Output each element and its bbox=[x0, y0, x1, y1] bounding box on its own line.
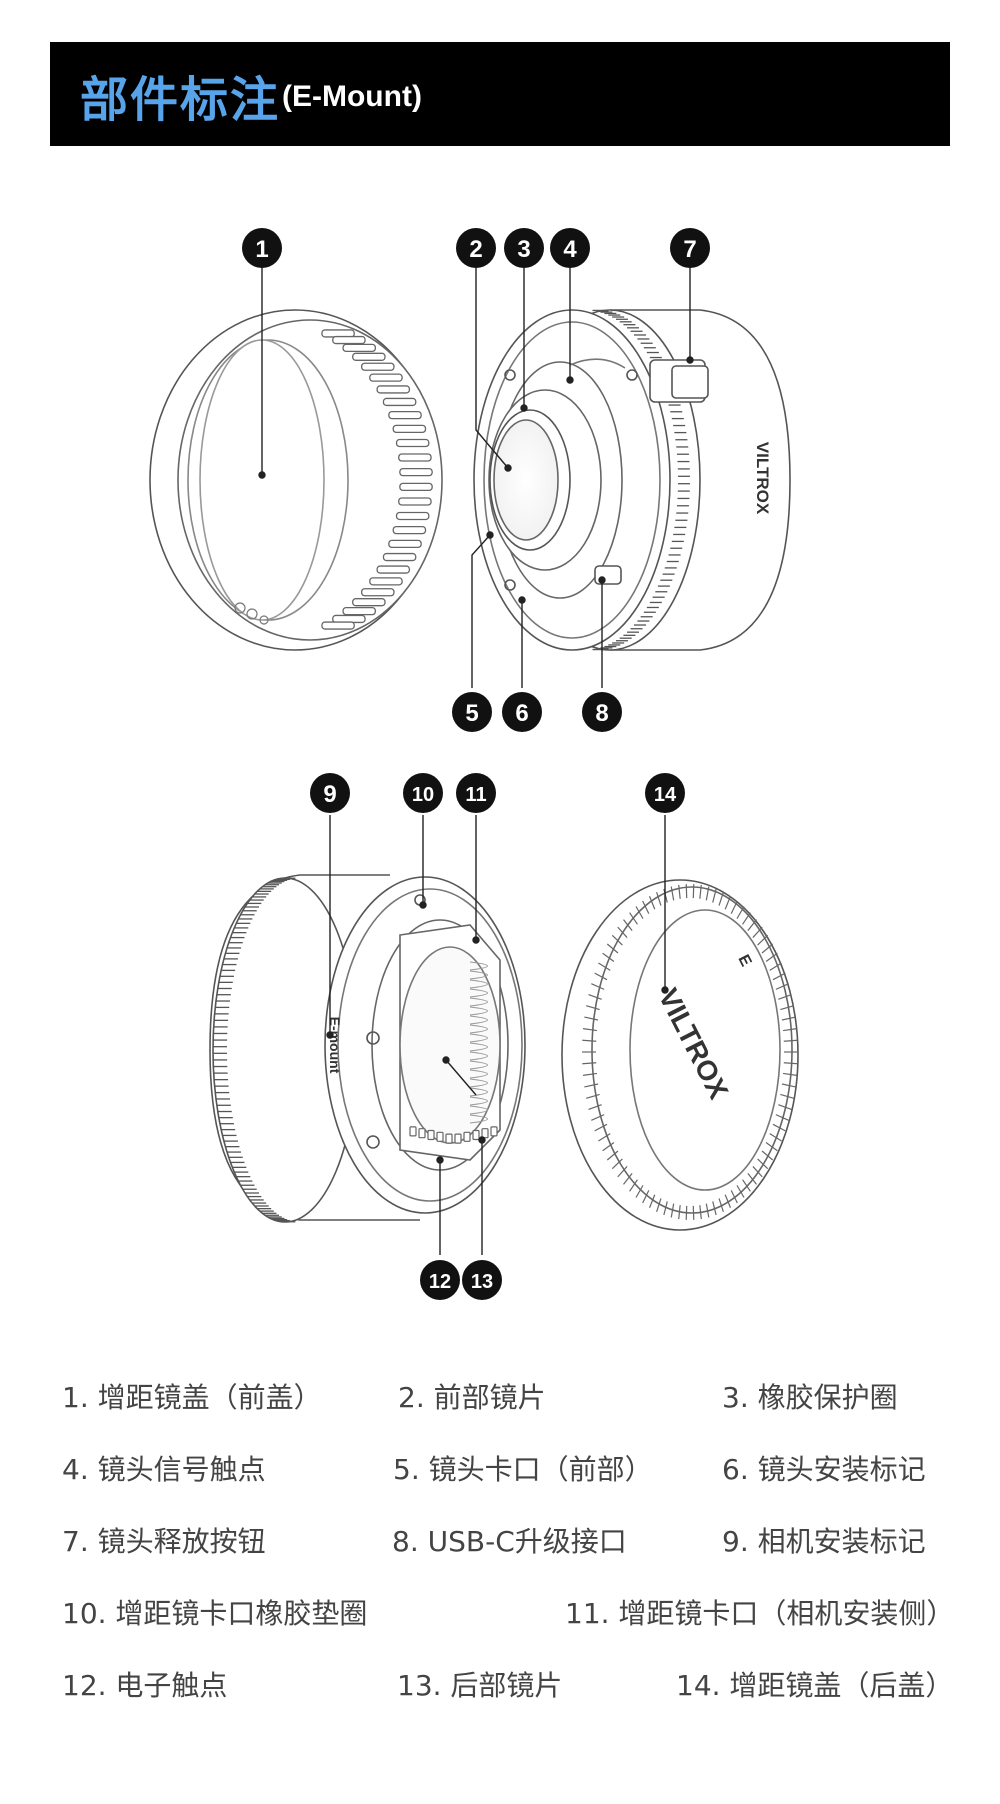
mount-text: E-mount bbox=[327, 1017, 343, 1074]
part-label-14: 14. 增距镜盖（后盖） bbox=[676, 1669, 954, 1702]
svg-text:8: 8 bbox=[595, 700, 608, 727]
part-label-11: 11. 增距镜卡口（相机安装侧） bbox=[565, 1597, 955, 1630]
callout-1: 1 bbox=[242, 228, 282, 268]
callout-12: 12 bbox=[420, 1260, 460, 1300]
callout-5: 5 bbox=[452, 692, 492, 732]
callout-7: 7 bbox=[670, 228, 710, 268]
part-label-10: 10. 增距镜卡口橡胶垫圈 bbox=[62, 1597, 368, 1630]
svg-text:7: 7 bbox=[683, 236, 696, 263]
page-title: 部件标注 bbox=[80, 72, 281, 128]
page-subtitle: (E-Mount) bbox=[282, 80, 422, 113]
svg-text:4: 4 bbox=[563, 236, 577, 263]
part-label-4: 4. 镜头信号触点 bbox=[62, 1453, 266, 1486]
callout-9: 9 bbox=[310, 773, 350, 813]
part-label-2: 2. 前部镜片 bbox=[398, 1381, 546, 1414]
part-label-12: 12. 电子触点 bbox=[62, 1669, 228, 1702]
callout-4: 4 bbox=[550, 228, 590, 268]
callout-11: 11 bbox=[456, 773, 496, 813]
brand-text-front: VILTROX bbox=[753, 442, 772, 515]
leader-lines bbox=[258, 268, 694, 1255]
svg-text:5: 5 bbox=[465, 700, 478, 727]
svg-text:14: 14 bbox=[654, 784, 677, 806]
svg-text:3: 3 bbox=[517, 236, 530, 263]
part-label-3: 3. 橡胶保护圈 bbox=[722, 1381, 898, 1414]
part-label-8: 8. USB-C升级接口 bbox=[392, 1525, 627, 1558]
svg-text:11: 11 bbox=[465, 784, 486, 806]
callout-14: 14 bbox=[645, 773, 685, 813]
callout-2: 2 bbox=[456, 228, 496, 268]
part-label-7: 7. 镜头释放按钮 bbox=[62, 1525, 266, 1558]
part-label-6: 6. 镜头安装标记 bbox=[722, 1453, 926, 1486]
front-cap-illustration bbox=[149, 309, 443, 651]
converter-front-illustration: VILTROX bbox=[473, 309, 791, 651]
part-label-1: 1. 增距镜盖（前盖） bbox=[62, 1381, 322, 1414]
svg-text:9: 9 bbox=[323, 781, 336, 808]
svg-text:13: 13 bbox=[471, 1271, 493, 1293]
callout-8: 8 bbox=[582, 692, 622, 732]
part-label-9: 9. 相机安装标记 bbox=[722, 1525, 926, 1558]
callout-6: 6 bbox=[502, 692, 542, 732]
part-label-13: 13. 后部镜片 bbox=[397, 1669, 563, 1702]
callout-3: 3 bbox=[504, 228, 544, 268]
svg-text:1: 1 bbox=[255, 236, 268, 263]
svg-text:2: 2 bbox=[469, 236, 482, 263]
callouts: 1 2 3 4 7 5 6 8 9 10 11 14 12 13 bbox=[242, 228, 710, 1300]
svg-text:6: 6 bbox=[515, 700, 528, 727]
svg-text:10: 10 bbox=[412, 784, 434, 806]
callout-10: 10 bbox=[403, 773, 443, 813]
part-label-5: 5. 镜头卡口（前部） bbox=[393, 1453, 653, 1486]
header-bar: 部件标注 (E-Mount) bbox=[50, 42, 950, 146]
rear-cap-illustration: VILTROX E bbox=[561, 879, 799, 1231]
callout-13: 13 bbox=[462, 1260, 502, 1300]
svg-text:12: 12 bbox=[429, 1271, 451, 1293]
converter-rear-illustration: E-mount bbox=[209, 874, 526, 1223]
